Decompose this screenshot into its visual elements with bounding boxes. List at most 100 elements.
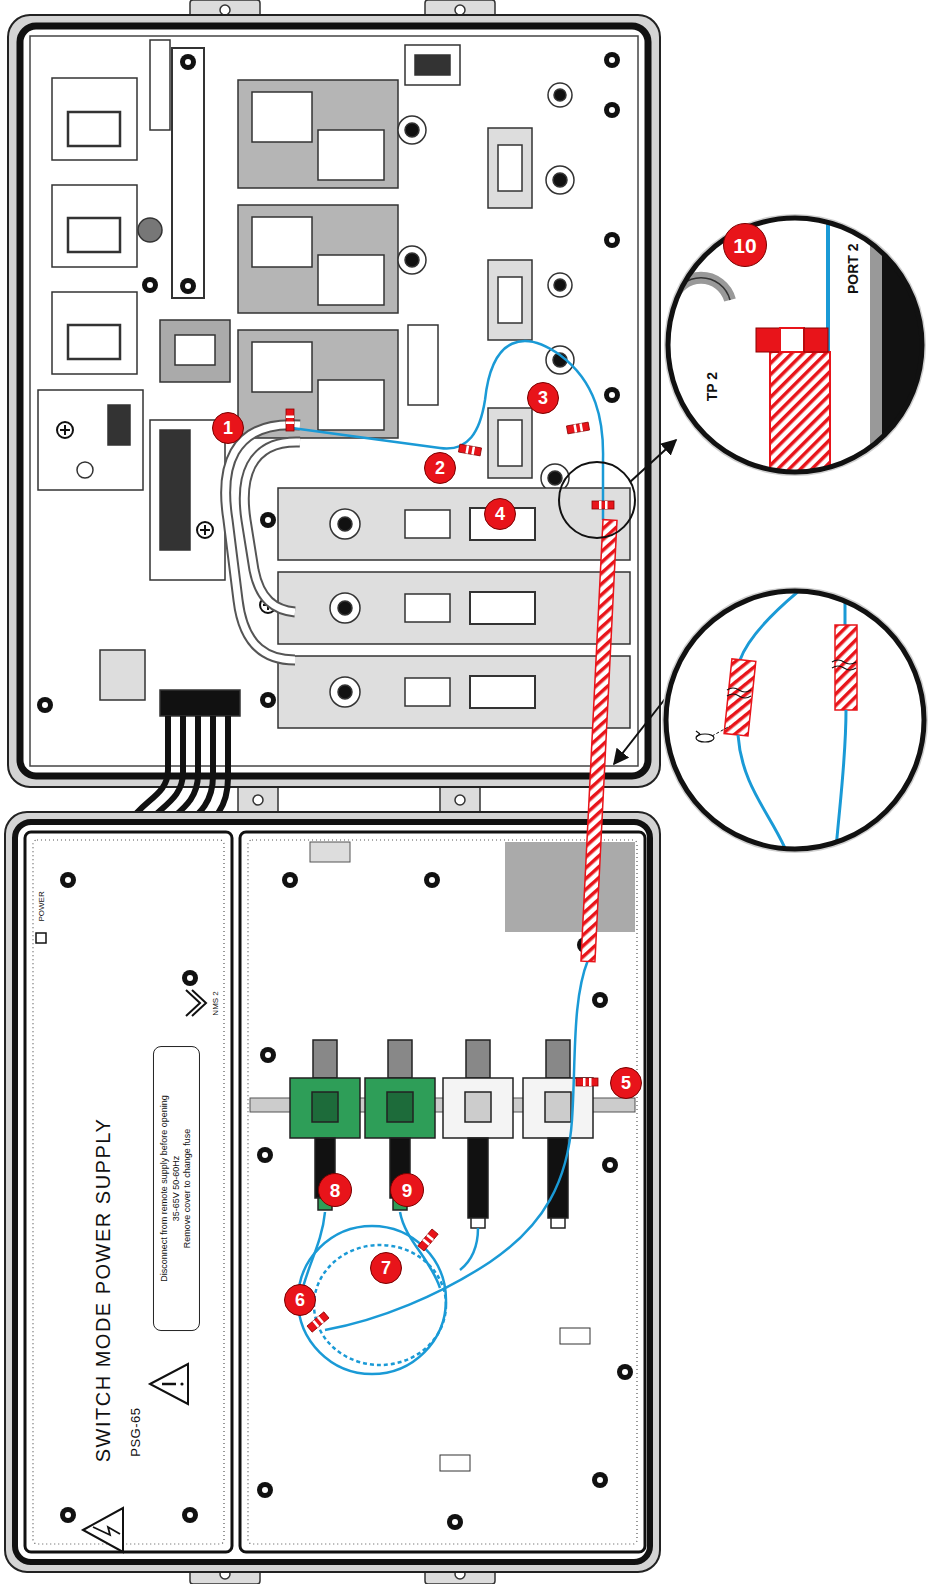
screw (617, 1364, 633, 1380)
screw (447, 1514, 463, 1530)
circuit-board (330, 593, 360, 623)
callout-number: 1 (212, 412, 244, 444)
circuit-board (52, 78, 137, 160)
detail-zoom (668, 218, 922, 472)
amplifier-housing (8, 15, 660, 787)
port-label: NMS 2 (212, 991, 221, 1015)
circuit-board (38, 390, 143, 490)
fibre-clip (286, 409, 614, 1332)
power-supply-housing (15, 822, 650, 1562)
model-number: PSG-65 (129, 1408, 143, 1457)
fibre-clip (286, 409, 294, 431)
circuit-board (278, 656, 630, 728)
circuit-board (330, 677, 360, 707)
fibre-clip (418, 1229, 438, 1251)
circuit-board (68, 218, 120, 252)
screw (257, 1482, 273, 1498)
screw (282, 872, 298, 888)
led-label: POWER (38, 891, 47, 921)
magnifier-pointer (630, 440, 676, 482)
screw (57, 422, 73, 438)
mounting-tab (455, 795, 465, 805)
callout-text: 8 (330, 1181, 341, 1200)
screw (182, 970, 198, 986)
optical-fibre (325, 960, 588, 1330)
warning-text: Disconnect from remote supply before ope… (158, 1055, 170, 1322)
screw (257, 1147, 273, 1163)
screw (142, 277, 158, 293)
power-supply-marking (180, 1382, 183, 1385)
product-title: SWITCH MODE POWER SUPPLY (92, 1118, 114, 1463)
screw (260, 1047, 276, 1063)
callout-number: 10 (723, 223, 767, 267)
circuit-board (498, 277, 522, 323)
detail-zoom (832, 660, 856, 670)
screw (604, 387, 620, 403)
fibre-adapter (365, 1078, 435, 1138)
screw (604, 52, 620, 68)
circuit-board (338, 517, 352, 531)
detail-zoom (835, 625, 857, 710)
warning-text: 35-65V 50-60Hz (170, 1055, 182, 1322)
callout-text: 2 (435, 459, 445, 477)
power-supply-housing (25, 832, 232, 1552)
circuit-board (318, 130, 384, 180)
callout-number: 2 (424, 452, 456, 484)
magnifier-pointer (559, 462, 635, 538)
callout-number: 9 (390, 1173, 424, 1207)
power-supply-housing (5, 812, 660, 1572)
detail-zoom (724, 659, 756, 736)
detail-zoom (756, 328, 780, 352)
callout-text: 10 (733, 235, 756, 256)
fibre-clip (458, 444, 481, 456)
power-supply-marking (150, 1364, 188, 1404)
circuit-board (160, 320, 230, 382)
detail-zoom (804, 328, 828, 352)
circuit-board (470, 592, 535, 624)
circuit-board (160, 690, 240, 716)
power-supply-marking (93, 1527, 120, 1535)
amplifier-housing (20, 26, 648, 776)
circuit-board (238, 330, 398, 438)
circuit-board (548, 273, 572, 297)
amplifier-housing (8, 15, 660, 787)
coax-cable (226, 425, 300, 660)
callout-text: 6 (295, 1291, 305, 1309)
mounting-tab (455, 5, 465, 15)
circuit-board (138, 218, 162, 242)
circuit-board (408, 325, 438, 405)
circuit-board (252, 342, 312, 392)
circuit-board (546, 166, 574, 194)
fibre-adapter (443, 1078, 513, 1138)
circuit-board (405, 678, 450, 706)
screw (602, 1157, 618, 1173)
circuit-board (398, 246, 426, 274)
circuit-board (498, 145, 522, 191)
coax-cable (226, 425, 300, 660)
circuit-board (405, 253, 419, 267)
circuit-board (150, 40, 170, 130)
detail-zoom (882, 210, 933, 480)
coax-cable (226, 425, 300, 660)
amplifier-housing (30, 36, 638, 766)
fibre-adapter (388, 1040, 412, 1078)
circuit-board (338, 601, 352, 615)
screw (260, 692, 276, 708)
callout-number: 5 (610, 1067, 642, 1099)
screw (604, 102, 620, 118)
detail-zoom (770, 352, 830, 482)
power-supply-marking (36, 933, 206, 1552)
circuit-board (52, 185, 137, 267)
fibre-sleeve (581, 520, 617, 962)
fibre-adapter (545, 1092, 571, 1122)
warning-text: Remove cover to change fuse (182, 1055, 194, 1322)
power-supply-marking (162, 1383, 176, 1386)
circuit-board (172, 48, 204, 298)
power-supply-marking (36, 933, 46, 943)
screw (592, 1472, 608, 1488)
fibre-adapter (471, 1218, 485, 1228)
screw (60, 872, 76, 888)
circuit-board (238, 205, 398, 313)
